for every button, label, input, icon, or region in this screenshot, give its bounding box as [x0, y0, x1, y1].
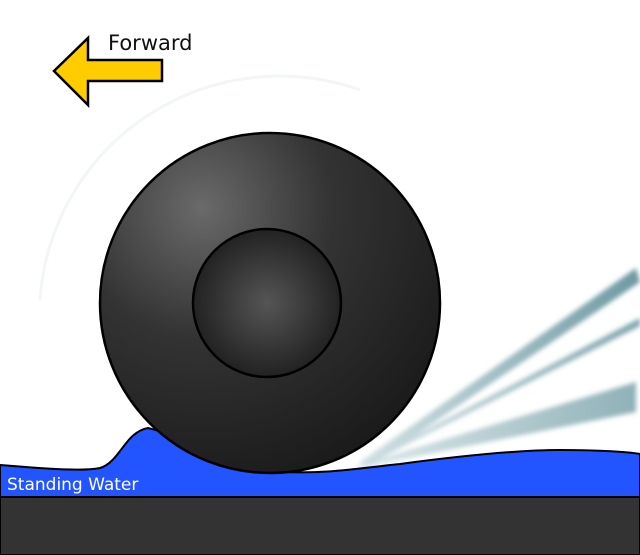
spray-streak [360, 268, 640, 466]
water-spray [355, 268, 640, 468]
spray-streak [360, 318, 640, 466]
road-surface [0, 496, 640, 555]
standing-water-label: Standing Water [7, 475, 138, 495]
spray-streak [355, 382, 636, 468]
forward-arrow-icon [52, 35, 164, 109]
motion-arc [38, 74, 361, 301]
wheel-hub [191, 227, 343, 379]
forward-label: Forward [108, 31, 192, 55]
